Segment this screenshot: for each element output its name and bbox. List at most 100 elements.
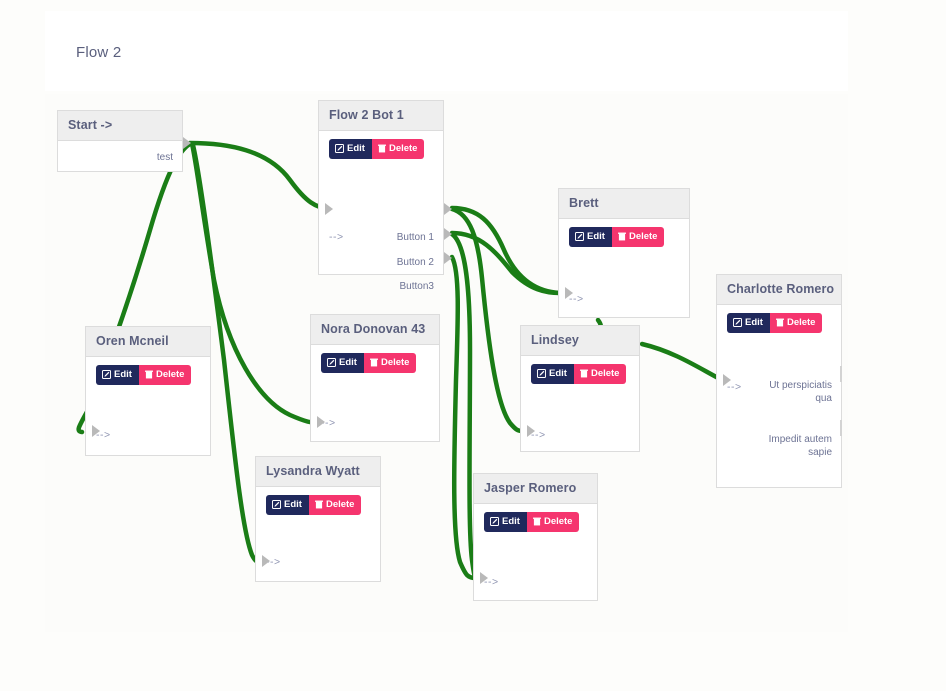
delete-button-label: Delete bbox=[380, 357, 410, 368]
node-actions: Edit Delete bbox=[559, 219, 689, 247]
trash-icon bbox=[580, 369, 588, 378]
delete-button[interactable]: Delete bbox=[611, 227, 665, 247]
node-title: Jasper Romero bbox=[474, 474, 597, 504]
edit-button-label: Edit bbox=[114, 369, 132, 380]
delete-button-label: Delete bbox=[628, 231, 658, 242]
edit-button[interactable]: Edit bbox=[329, 139, 372, 159]
delete-button[interactable]: Delete bbox=[138, 365, 192, 385]
port-marker-flow2bot1-in[interactable] bbox=[325, 203, 333, 215]
node-title: Lindsey bbox=[521, 326, 639, 356]
edit-button[interactable]: Edit bbox=[321, 353, 364, 373]
pencil-square-icon bbox=[326, 357, 337, 368]
edit-button-label: Edit bbox=[284, 499, 302, 510]
trash-icon bbox=[776, 318, 784, 327]
trash-icon bbox=[370, 358, 378, 367]
delete-button[interactable]: Delete bbox=[769, 313, 823, 333]
node-title: Lysandra Wyatt bbox=[256, 457, 380, 487]
node-actions: Edit Delete bbox=[86, 357, 210, 385]
node-title: Brett bbox=[559, 189, 689, 219]
node-start[interactable]: Start -> test bbox=[57, 110, 183, 172]
delete-button-label: Delete bbox=[786, 317, 816, 328]
port-marker-oren-in[interactable] bbox=[92, 425, 100, 437]
delete-button-label: Delete bbox=[543, 516, 573, 527]
delete-button-label: Delete bbox=[590, 368, 620, 379]
port-marker-charlotte-in[interactable] bbox=[723, 374, 731, 386]
header-panel: Flow 2 bbox=[45, 11, 848, 91]
trash-icon bbox=[618, 232, 626, 241]
pencil-square-icon bbox=[489, 516, 500, 527]
delete-button[interactable]: Delete bbox=[371, 139, 425, 159]
delete-button[interactable]: Delete bbox=[573, 364, 627, 384]
port-marker-nora-in[interactable] bbox=[317, 416, 325, 428]
port-marker-button-3[interactable] bbox=[444, 252, 452, 264]
edit-button[interactable]: Edit bbox=[484, 512, 527, 532]
pencil-square-icon bbox=[101, 369, 112, 380]
pencil-square-icon bbox=[271, 499, 282, 510]
pencil-square-icon bbox=[732, 317, 743, 328]
port-marker-charlotte-out-1[interactable] bbox=[840, 366, 842, 382]
node-title: Charlotte Romero bbox=[717, 275, 841, 305]
node-actions: Edit Delete bbox=[474, 504, 597, 532]
node-title: Flow 2 Bot 1 bbox=[319, 101, 443, 131]
edit-button-label: Edit bbox=[549, 368, 567, 379]
node-title: Oren Mcneil bbox=[86, 327, 210, 357]
port-out-button-3[interactable]: Button3 bbox=[399, 281, 434, 292]
edit-button-label: Edit bbox=[502, 516, 520, 527]
port-marker-charlotte-out-2[interactable] bbox=[840, 420, 842, 436]
edit-button[interactable]: Edit bbox=[569, 227, 612, 247]
port-out-button-1[interactable]: Button 1 bbox=[396, 232, 434, 243]
trash-icon bbox=[533, 517, 541, 526]
node-title: Start -> bbox=[58, 111, 182, 141]
pencil-square-icon bbox=[536, 368, 547, 379]
port-out-test[interactable]: test bbox=[156, 152, 173, 163]
port-marker-button-2[interactable] bbox=[444, 228, 452, 240]
port-marker-lindsey-in[interactable] bbox=[527, 425, 535, 437]
port-marker-start-test[interactable] bbox=[183, 137, 191, 149]
page-title: Flow 2 bbox=[76, 44, 122, 61]
port-marker-lysandra-in[interactable] bbox=[262, 555, 270, 567]
port-marker-button-1[interactable] bbox=[444, 203, 452, 215]
edit-button[interactable]: Edit bbox=[96, 365, 139, 385]
node-actions: Edit Delete bbox=[521, 356, 639, 384]
edit-button-label: Edit bbox=[339, 357, 357, 368]
port-out-button-2[interactable]: Button 2 bbox=[396, 257, 434, 268]
node-title: Nora Donovan 43 bbox=[311, 315, 439, 345]
node-actions: Edit Delete bbox=[717, 305, 841, 333]
node-actions: Edit Delete bbox=[311, 345, 439, 373]
delete-button[interactable]: Delete bbox=[308, 495, 362, 515]
edit-button[interactable]: Edit bbox=[531, 364, 574, 384]
port-in-flow2bot1[interactable]: --> bbox=[329, 231, 344, 243]
edit-button[interactable]: Edit bbox=[266, 495, 309, 515]
port-marker-brett-in[interactable] bbox=[565, 287, 573, 299]
trash-icon bbox=[145, 370, 153, 379]
port-out-ut-perspiciatis[interactable]: Ut perspiciatis qua bbox=[769, 380, 832, 404]
pencil-square-icon bbox=[334, 143, 345, 154]
edit-button[interactable]: Edit bbox=[727, 313, 770, 333]
delete-button-label: Delete bbox=[325, 499, 355, 510]
port-marker-jasper-in[interactable] bbox=[480, 572, 488, 584]
pencil-square-icon bbox=[574, 231, 585, 242]
delete-button[interactable]: Delete bbox=[526, 512, 580, 532]
node-actions: Edit Delete bbox=[256, 487, 380, 515]
delete-button[interactable]: Delete bbox=[363, 353, 417, 373]
node-body: test bbox=[58, 141, 182, 170]
delete-button-label: Delete bbox=[155, 369, 185, 380]
port-out-impedit-autem[interactable]: Impedit autem sapie bbox=[768, 434, 832, 458]
